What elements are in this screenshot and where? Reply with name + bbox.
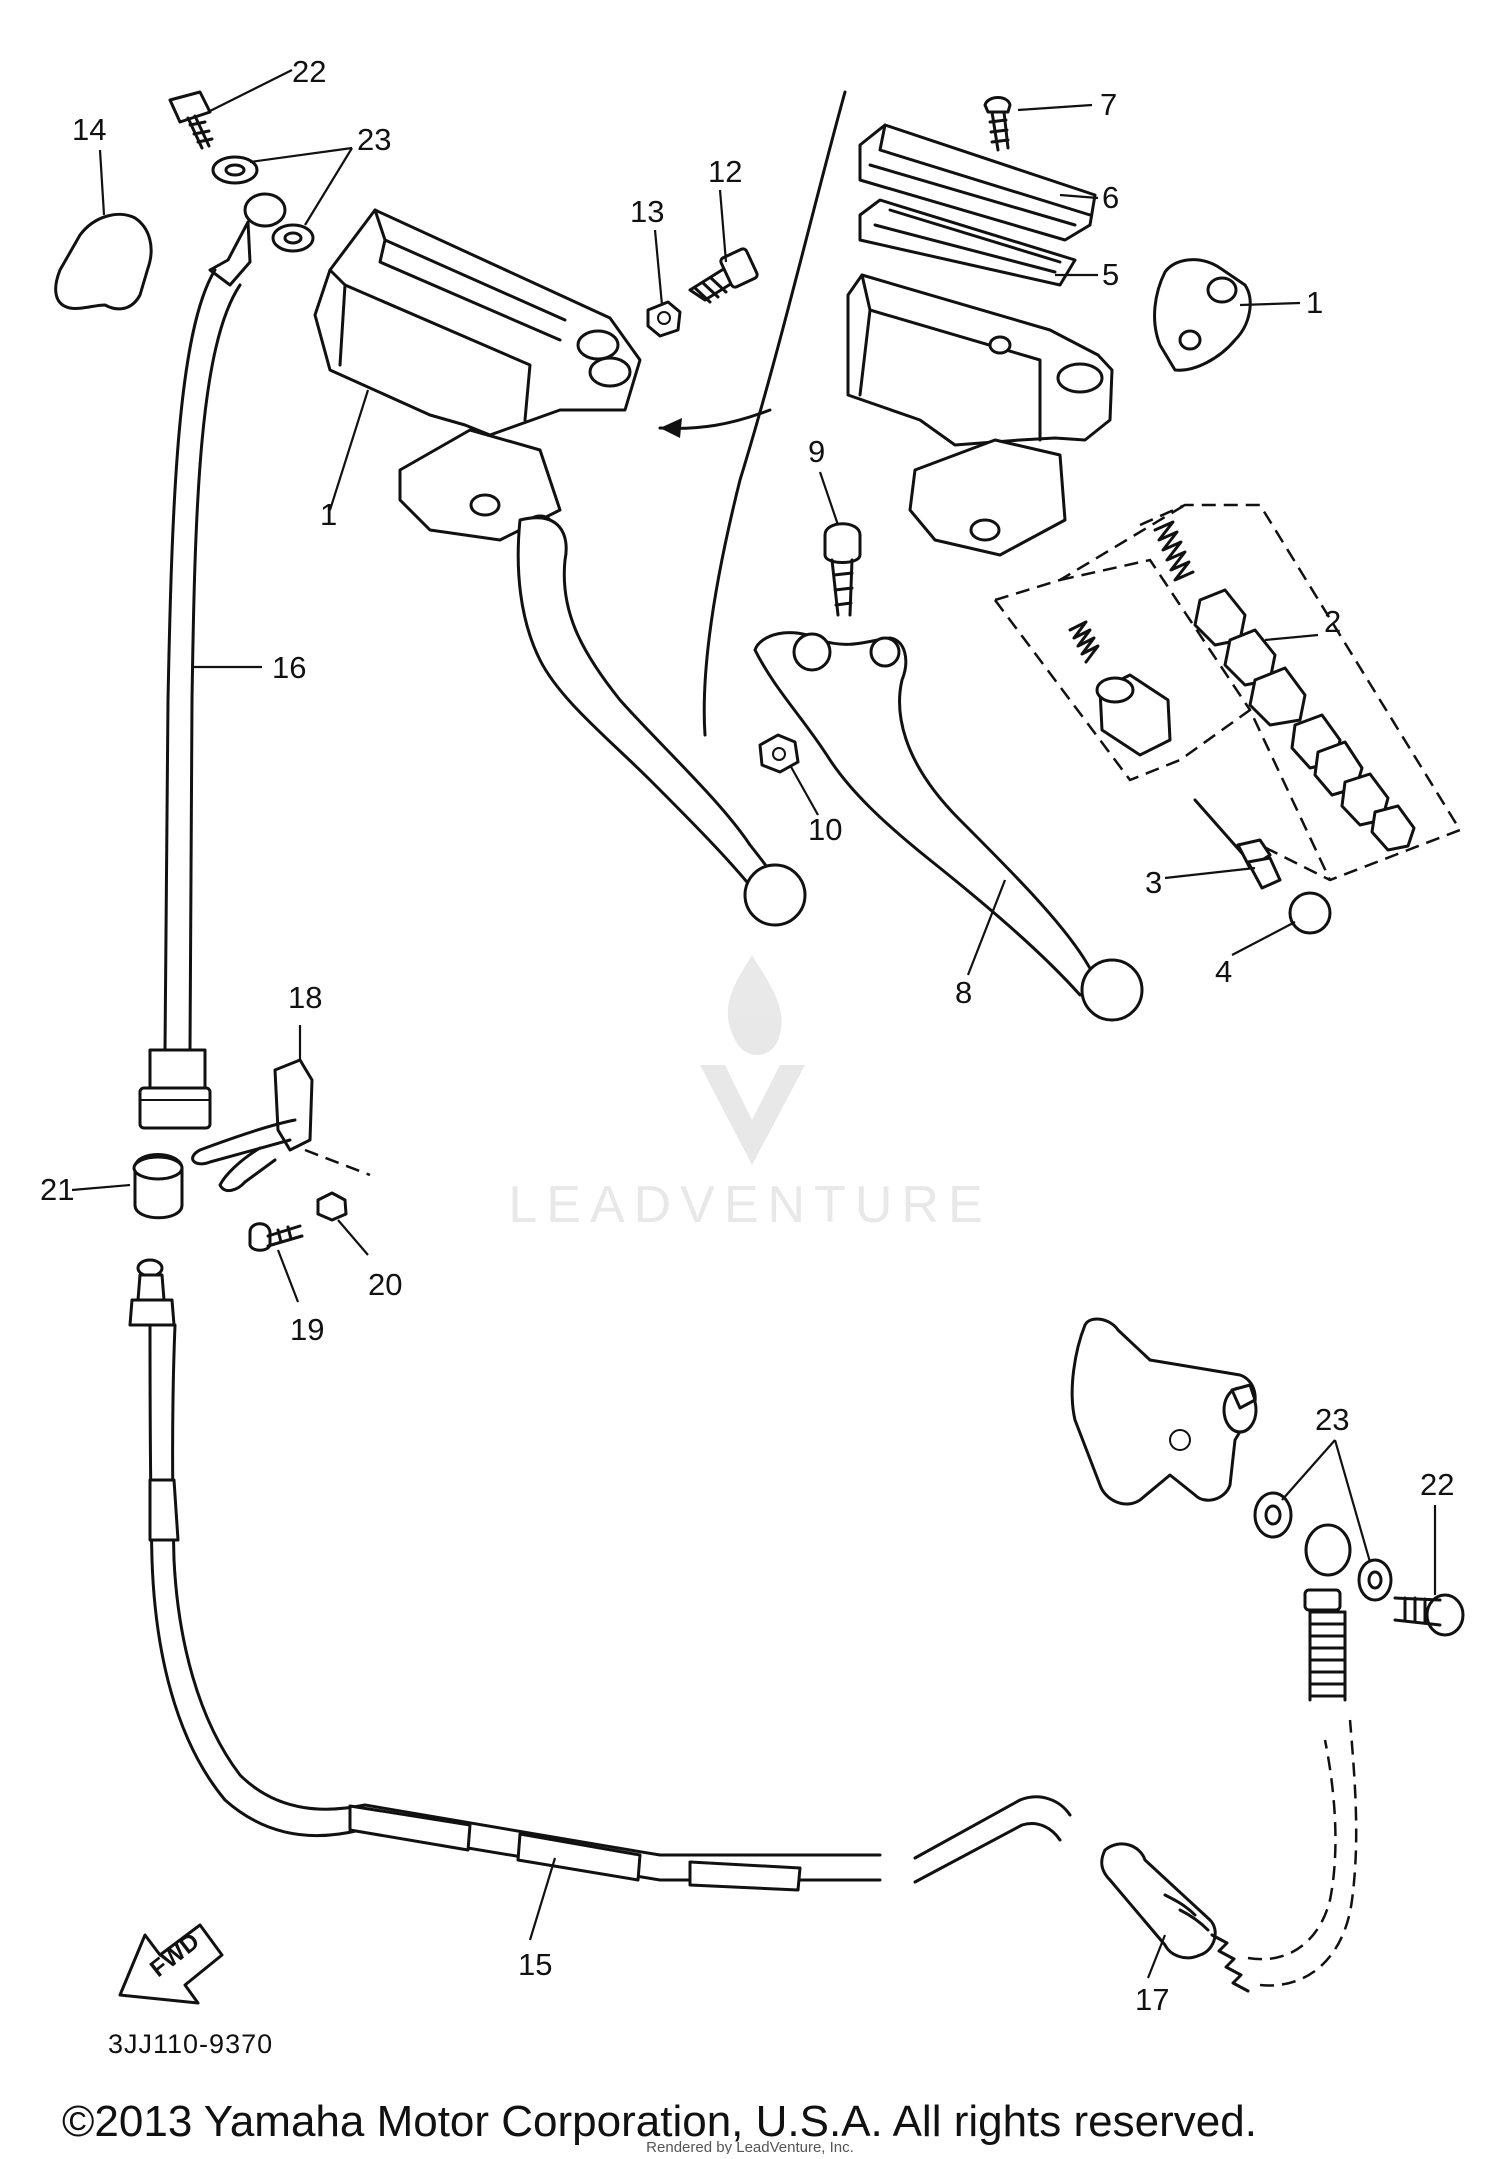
- brake-hose-lower: [128, 1258, 1465, 1993]
- callout-5: 5: [1102, 257, 1119, 292]
- leader-lines: [71, 69, 1437, 1979]
- hose-bracket: [191, 1058, 371, 1252]
- callout-6: 6: [1102, 180, 1119, 215]
- callout-23-top: 23: [357, 122, 391, 157]
- exploded-view-divider: [702, 90, 847, 737]
- callout-11: 1: [1306, 285, 1323, 320]
- callout-12: 12: [708, 154, 742, 189]
- callout-21: 21: [40, 1172, 74, 1207]
- callout-8: 8: [955, 975, 972, 1010]
- lever-bolt-and-nut: [646, 247, 759, 338]
- rendered-by-notice: Rendered by LeadVenture, Inc.: [646, 2139, 854, 2154]
- callout-3: 3: [1145, 865, 1162, 900]
- callout-9: 9: [808, 434, 825, 469]
- callout-1-main: 1: [320, 497, 337, 532]
- callout-2: 2: [1324, 604, 1341, 639]
- callout-22-top: 22: [292, 54, 326, 89]
- exploded-master-cylinder: [753, 96, 1462, 1022]
- callout-22-bottom: 22: [1420, 1467, 1454, 1502]
- callout-20: 20: [368, 1267, 402, 1302]
- brake-hose-upper: [54, 90, 315, 1220]
- callout-labels: 22 23 14 16 12 13 1 7 6 5 1 9 2 3 4 8 10…: [40, 54, 1454, 2017]
- callout-7: 7: [1100, 87, 1117, 122]
- callout-18: 18: [288, 980, 322, 1015]
- callout-13: 13: [630, 194, 664, 229]
- callout-19: 19: [290, 1312, 324, 1347]
- callout-4: 4: [1215, 954, 1232, 989]
- callout-16: 16: [272, 650, 306, 685]
- callout-10: 10: [808, 812, 842, 847]
- leadventure-watermark: LEADVENTURE: [508, 955, 991, 1234]
- watermark-text: LEADVENTURE: [508, 1176, 991, 1234]
- copyright-notice: ©2013 Yamaha Motor Corporation, U.S.A. A…: [62, 2097, 1257, 2146]
- master-cylinder-assy: [313, 208, 807, 927]
- fwd-arrow: FWD: [118, 1923, 224, 2005]
- callout-14: 14: [72, 112, 106, 147]
- callout-15: 15: [518, 1947, 552, 1982]
- rubber-boot-part: [54, 212, 153, 311]
- callout-17: 17: [1135, 1982, 1169, 2017]
- diagram-code: 3JJ110-9370: [108, 2029, 273, 2059]
- callout-23-bottom: 23: [1315, 1402, 1349, 1437]
